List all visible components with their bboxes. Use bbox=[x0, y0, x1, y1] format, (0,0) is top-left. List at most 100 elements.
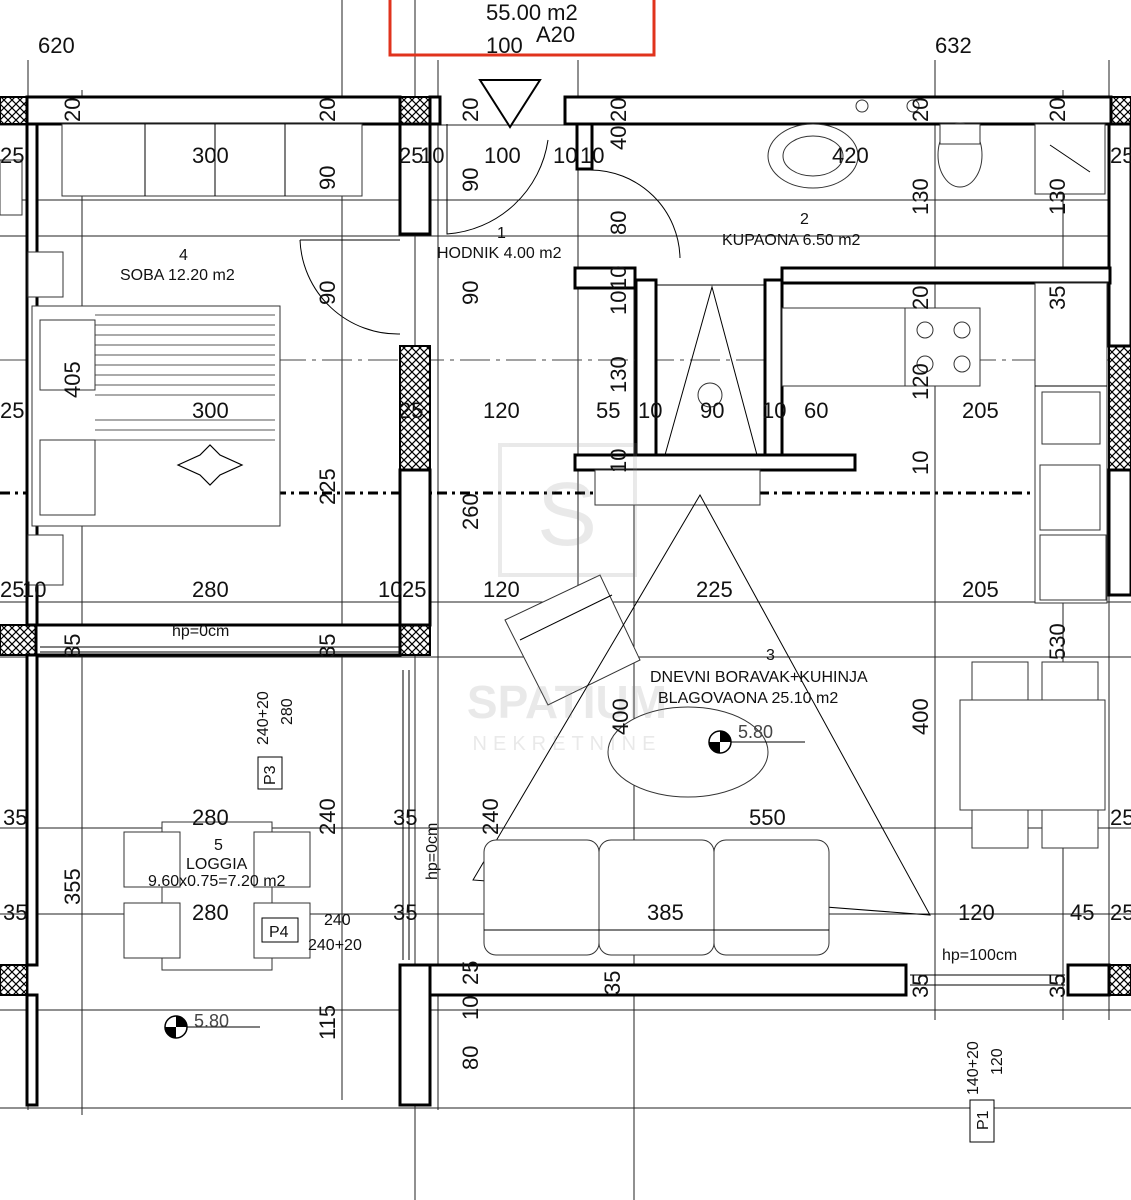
svg-text:120: 120 bbox=[958, 900, 995, 925]
svg-text:60: 60 bbox=[804, 398, 828, 423]
svg-text:280: 280 bbox=[192, 900, 229, 925]
svg-text:420: 420 bbox=[832, 143, 869, 168]
svg-text:10: 10 bbox=[762, 398, 786, 423]
loggia-level-label: 5.80 bbox=[194, 1011, 229, 1031]
svg-text:225: 225 bbox=[696, 577, 733, 602]
svg-text:10: 10 bbox=[606, 266, 631, 290]
vertical-dims-mid: 20 90 20 90 90 240 35 35 25 35 10 bbox=[60, 98, 625, 1020]
level-marker-loggia: 5.80 bbox=[164, 1011, 260, 1039]
top-left-dim: 620 bbox=[38, 33, 75, 58]
svg-text:10: 10 bbox=[458, 996, 483, 1020]
svg-text:25: 25 bbox=[1110, 143, 1131, 168]
top-right-dim: 632 bbox=[935, 33, 972, 58]
soba-name: SOBA 12.20 m2 bbox=[120, 267, 235, 284]
svg-text:25: 25 bbox=[399, 143, 423, 168]
hodnik-name: HODNIK 4.00 m2 bbox=[437, 245, 562, 262]
svg-text:130: 130 bbox=[606, 356, 631, 393]
vertical-dims-left: 405 225 355 115 bbox=[60, 361, 340, 1040]
svg-text:25: 25 bbox=[0, 143, 24, 168]
svg-text:260: 260 bbox=[458, 493, 483, 530]
living-level-label: 5.80 bbox=[738, 722, 773, 742]
svg-text:20: 20 bbox=[458, 98, 483, 122]
hp-note-side: hp=0cm bbox=[424, 823, 441, 880]
svg-text:10: 10 bbox=[580, 143, 604, 168]
loggia-number: 5 bbox=[214, 837, 223, 854]
svg-text:40: 40 bbox=[606, 126, 631, 150]
svg-text:20: 20 bbox=[908, 286, 933, 310]
svg-text:35: 35 bbox=[600, 971, 625, 995]
svg-text:20: 20 bbox=[908, 98, 933, 122]
svg-text:35: 35 bbox=[60, 634, 85, 658]
svg-text:400: 400 bbox=[908, 698, 933, 735]
svg-text:90: 90 bbox=[458, 168, 483, 192]
svg-text:10: 10 bbox=[606, 449, 631, 473]
svg-text:25: 25 bbox=[0, 577, 24, 602]
svg-text:385: 385 bbox=[647, 900, 684, 925]
top-mid-dim: 100 bbox=[486, 33, 523, 58]
svg-text:240: 240 bbox=[315, 798, 340, 835]
hp-note-top: hp=0cm bbox=[172, 623, 229, 640]
svg-text:45: 45 bbox=[1070, 900, 1094, 925]
dnevni-number: 3 bbox=[766, 647, 775, 664]
svg-text:55: 55 bbox=[596, 398, 620, 423]
svg-text:90: 90 bbox=[458, 281, 483, 305]
svg-text:10: 10 bbox=[638, 398, 662, 423]
svg-text:35: 35 bbox=[1045, 974, 1070, 998]
svg-text:300: 300 bbox=[192, 143, 229, 168]
p1-height: 120 bbox=[989, 1048, 1006, 1075]
hp-note-window: hp=100cm bbox=[942, 947, 1017, 964]
svg-text:205: 205 bbox=[962, 577, 999, 602]
dnevni-name-1: DNEVNI BORAVAK+KUHINJA bbox=[650, 669, 868, 686]
watermark-sub: NEKRETNINE bbox=[473, 733, 662, 755]
svg-text:130: 130 bbox=[1045, 178, 1070, 215]
svg-text:115: 115 bbox=[315, 1005, 340, 1040]
svg-text:300: 300 bbox=[192, 398, 229, 423]
svg-text:240: 240 bbox=[478, 798, 503, 835]
svg-text:35: 35 bbox=[3, 900, 27, 925]
svg-text:25: 25 bbox=[402, 577, 426, 602]
svg-text:90: 90 bbox=[700, 398, 724, 423]
svg-text:120: 120 bbox=[908, 363, 933, 400]
level-marker-living: 5.80 bbox=[708, 722, 805, 754]
p3-label: P3 bbox=[262, 765, 279, 785]
svg-text:20: 20 bbox=[60, 98, 85, 122]
svg-text:355: 355 bbox=[60, 868, 85, 905]
kupaona-name: KUPAONA 6.50 m2 bbox=[722, 232, 861, 249]
p3-height: 280 bbox=[279, 698, 296, 725]
svg-text:35: 35 bbox=[393, 900, 417, 925]
svg-text:35: 35 bbox=[908, 974, 933, 998]
svg-text:10: 10 bbox=[22, 577, 46, 602]
watermark-brand: SPATIUM bbox=[467, 676, 667, 728]
svg-text:400: 400 bbox=[608, 698, 633, 735]
svg-text:10: 10 bbox=[420, 143, 444, 168]
watermark-logo: S bbox=[537, 465, 597, 565]
unit-code: A20 bbox=[536, 22, 575, 47]
svg-text:35: 35 bbox=[1045, 286, 1070, 310]
svg-text:280: 280 bbox=[192, 805, 229, 830]
svg-text:10: 10 bbox=[908, 451, 933, 475]
svg-text:80: 80 bbox=[606, 211, 631, 235]
svg-text:100: 100 bbox=[484, 143, 521, 168]
svg-text:405: 405 bbox=[60, 361, 85, 398]
dimension-row-2: 25 300 25 120 55 10 90 10 60 205 bbox=[0, 398, 999, 423]
loggia-name: LOGGIA bbox=[186, 856, 248, 873]
svg-text:20: 20 bbox=[315, 98, 340, 122]
svg-text:205: 205 bbox=[962, 398, 999, 423]
loggia-formula: 9.60x0.75=7.20 m2 bbox=[148, 873, 286, 890]
svg-text:25: 25 bbox=[458, 961, 483, 985]
p1-dims: 140+20 bbox=[965, 1041, 982, 1095]
furniture bbox=[0, 99, 1108, 971]
vertical-dims-right: 20 90 260 80 40 80 10 10 130 10 20 20 13… bbox=[458, 98, 1070, 1070]
svg-text:35: 35 bbox=[3, 805, 27, 830]
soba-number: 4 bbox=[179, 247, 188, 264]
svg-text:25: 25 bbox=[1110, 805, 1131, 830]
watermark: S SPATIUM NEKRETNINE bbox=[467, 443, 667, 755]
svg-text:90: 90 bbox=[315, 281, 340, 305]
svg-text:25: 25 bbox=[0, 398, 24, 423]
doors bbox=[299, 79, 681, 335]
unit-area: 55.00 m2 bbox=[486, 0, 578, 25]
hodnik-number: 1 bbox=[497, 225, 506, 242]
dnevni-name-2: BLAGOVAONA 25.10 m2 bbox=[658, 690, 838, 707]
p4-dims-2: 240+20 bbox=[308, 937, 362, 954]
svg-text:25: 25 bbox=[1110, 900, 1131, 925]
